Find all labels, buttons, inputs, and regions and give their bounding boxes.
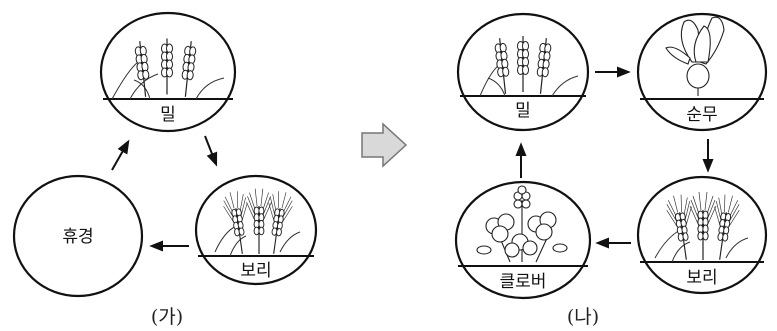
node-label: 보리 <box>240 261 271 281</box>
node-barley-ga: 보리 <box>194 174 318 286</box>
barley-icon <box>214 188 301 257</box>
node-label: 밀 <box>160 105 176 125</box>
right-arrow-icon <box>361 122 408 168</box>
wheat-icon <box>479 35 579 97</box>
turnip-icon <box>665 16 725 96</box>
wheat-icon <box>111 37 225 100</box>
caption-na: (나) <box>567 306 599 328</box>
node-clover-na: 클로버 <box>454 180 592 300</box>
diagram-ga: 밀 보리 휴경 (가) <box>12 11 318 328</box>
node-barley-na: 보리 <box>636 175 768 295</box>
node-label: 밀 <box>515 101 531 121</box>
node-fallow-ga: 휴경 <box>12 174 144 298</box>
clover-icon <box>476 185 568 263</box>
arrow-fallow-to-wheat <box>111 139 130 171</box>
node-turnip-na: 순무 <box>636 12 768 132</box>
node-wheat-na: 밀 <box>456 12 590 132</box>
node-label: 클로버 <box>500 272 547 292</box>
node-circle <box>12 174 144 298</box>
barley-icon <box>654 191 749 263</box>
caption-ga: (가) <box>151 306 183 328</box>
node-label: 휴경 <box>62 227 93 247</box>
arrow-wheat-to-barley <box>204 135 218 167</box>
diagram-na: 밀 순무 <box>454 12 768 328</box>
node-label: 순무 <box>686 105 717 125</box>
node-wheat-ga: 밀 <box>99 11 237 133</box>
node-label: 보리 <box>686 268 717 288</box>
